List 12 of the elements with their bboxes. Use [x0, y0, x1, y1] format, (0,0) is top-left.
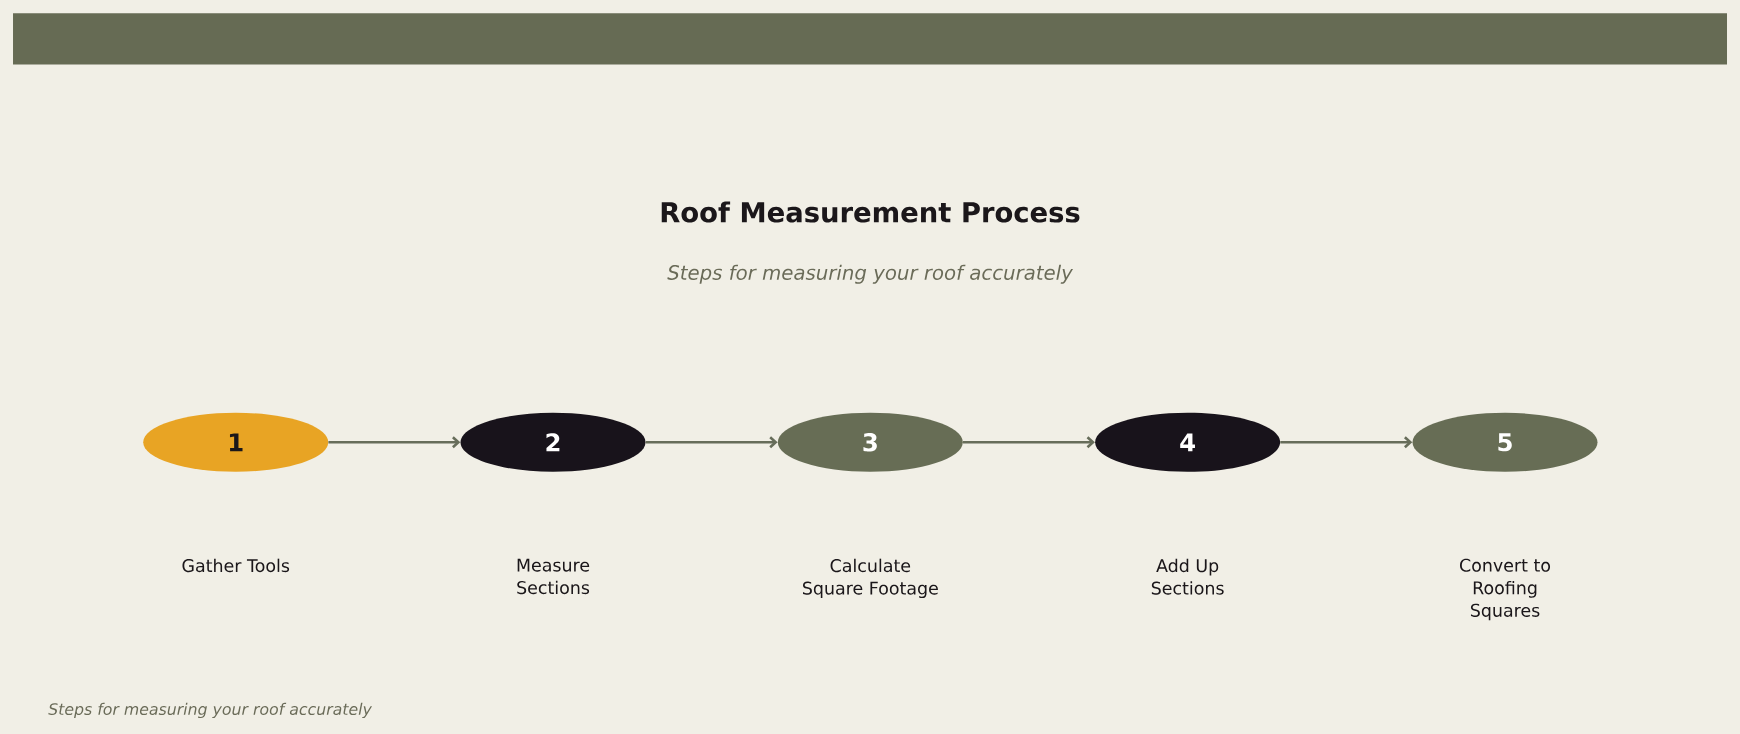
arrow: [963, 436, 1095, 449]
step-label: Measure Sections: [517, 558, 590, 595]
step-label: Calculate Square Footage: [803, 558, 938, 599]
arrow: [645, 436, 778, 449]
caption: Steps for measuring your roof accurately: [48, 702, 373, 719]
step-label: Add Up Sections: [1151, 558, 1224, 595]
step-label: Gather Tools: [182, 558, 290, 573]
title: Roof Measurement Process: [661, 201, 1080, 223]
step-label: Convert to Roofing Squares: [1460, 558, 1551, 621]
arrow: [1280, 436, 1413, 449]
subtitle: Steps for measuring your roof accurately: [667, 264, 1074, 284]
arrow: [328, 436, 461, 449]
